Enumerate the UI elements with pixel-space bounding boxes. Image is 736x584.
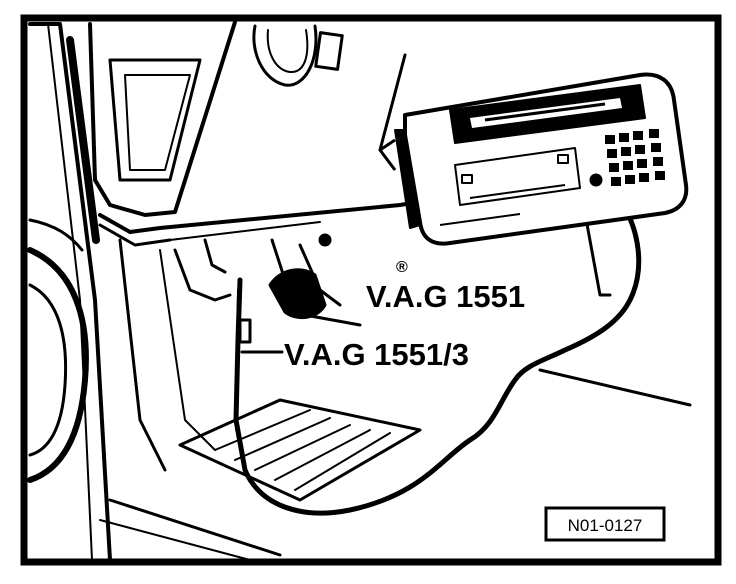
tester-device-drawing <box>378 72 689 246</box>
figure-code: N01-0127 <box>568 516 643 535</box>
figure-code-box: N01-0127 <box>544 506 666 542</box>
tester-label: V.A.G 1551 <box>366 279 525 314</box>
cable-label: V.A.G 1551/3 <box>284 337 469 372</box>
tester-keypad <box>605 129 665 186</box>
registered-mark: ® <box>396 259 408 276</box>
